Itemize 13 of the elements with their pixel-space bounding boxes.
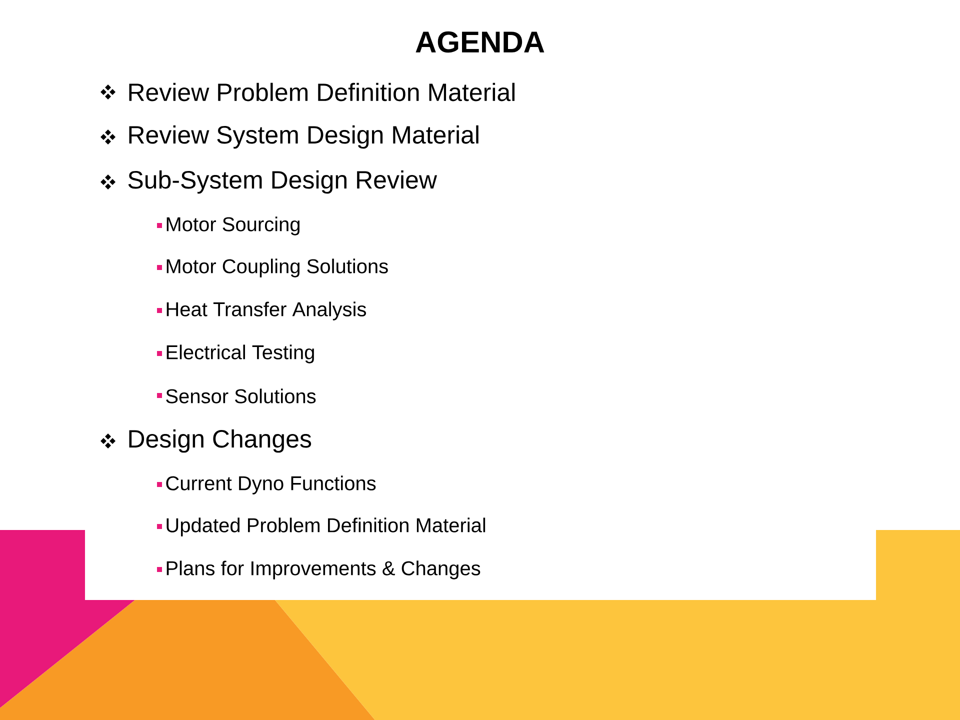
agenda-subitem: Motor Sourcing (166, 216, 300, 236)
agenda-subitem: Sensor Solutions (166, 388, 316, 404)
agenda-item: Review System Design Material (129, 125, 478, 149)
slide-title: AGENDA (416, 31, 544, 53)
agenda-subitem: Updated Problem Definition Material (166, 518, 486, 536)
agenda-subitem: Heat Transfer Analysis (166, 302, 366, 320)
agenda-subitem: Current Dyno Functions (166, 476, 376, 494)
agenda-item: Sub-System Design Review (128, 170, 438, 194)
agenda-subitem: Plans for Improvements & Changes (166, 560, 480, 580)
agenda-subitem: Electrical Testing (166, 344, 314, 364)
agenda-item: Review Problem Definition Material (129, 82, 514, 102)
agenda-subitem: Motor Coupling Solutions (166, 258, 388, 278)
agenda-item: Design Changes (129, 429, 312, 453)
